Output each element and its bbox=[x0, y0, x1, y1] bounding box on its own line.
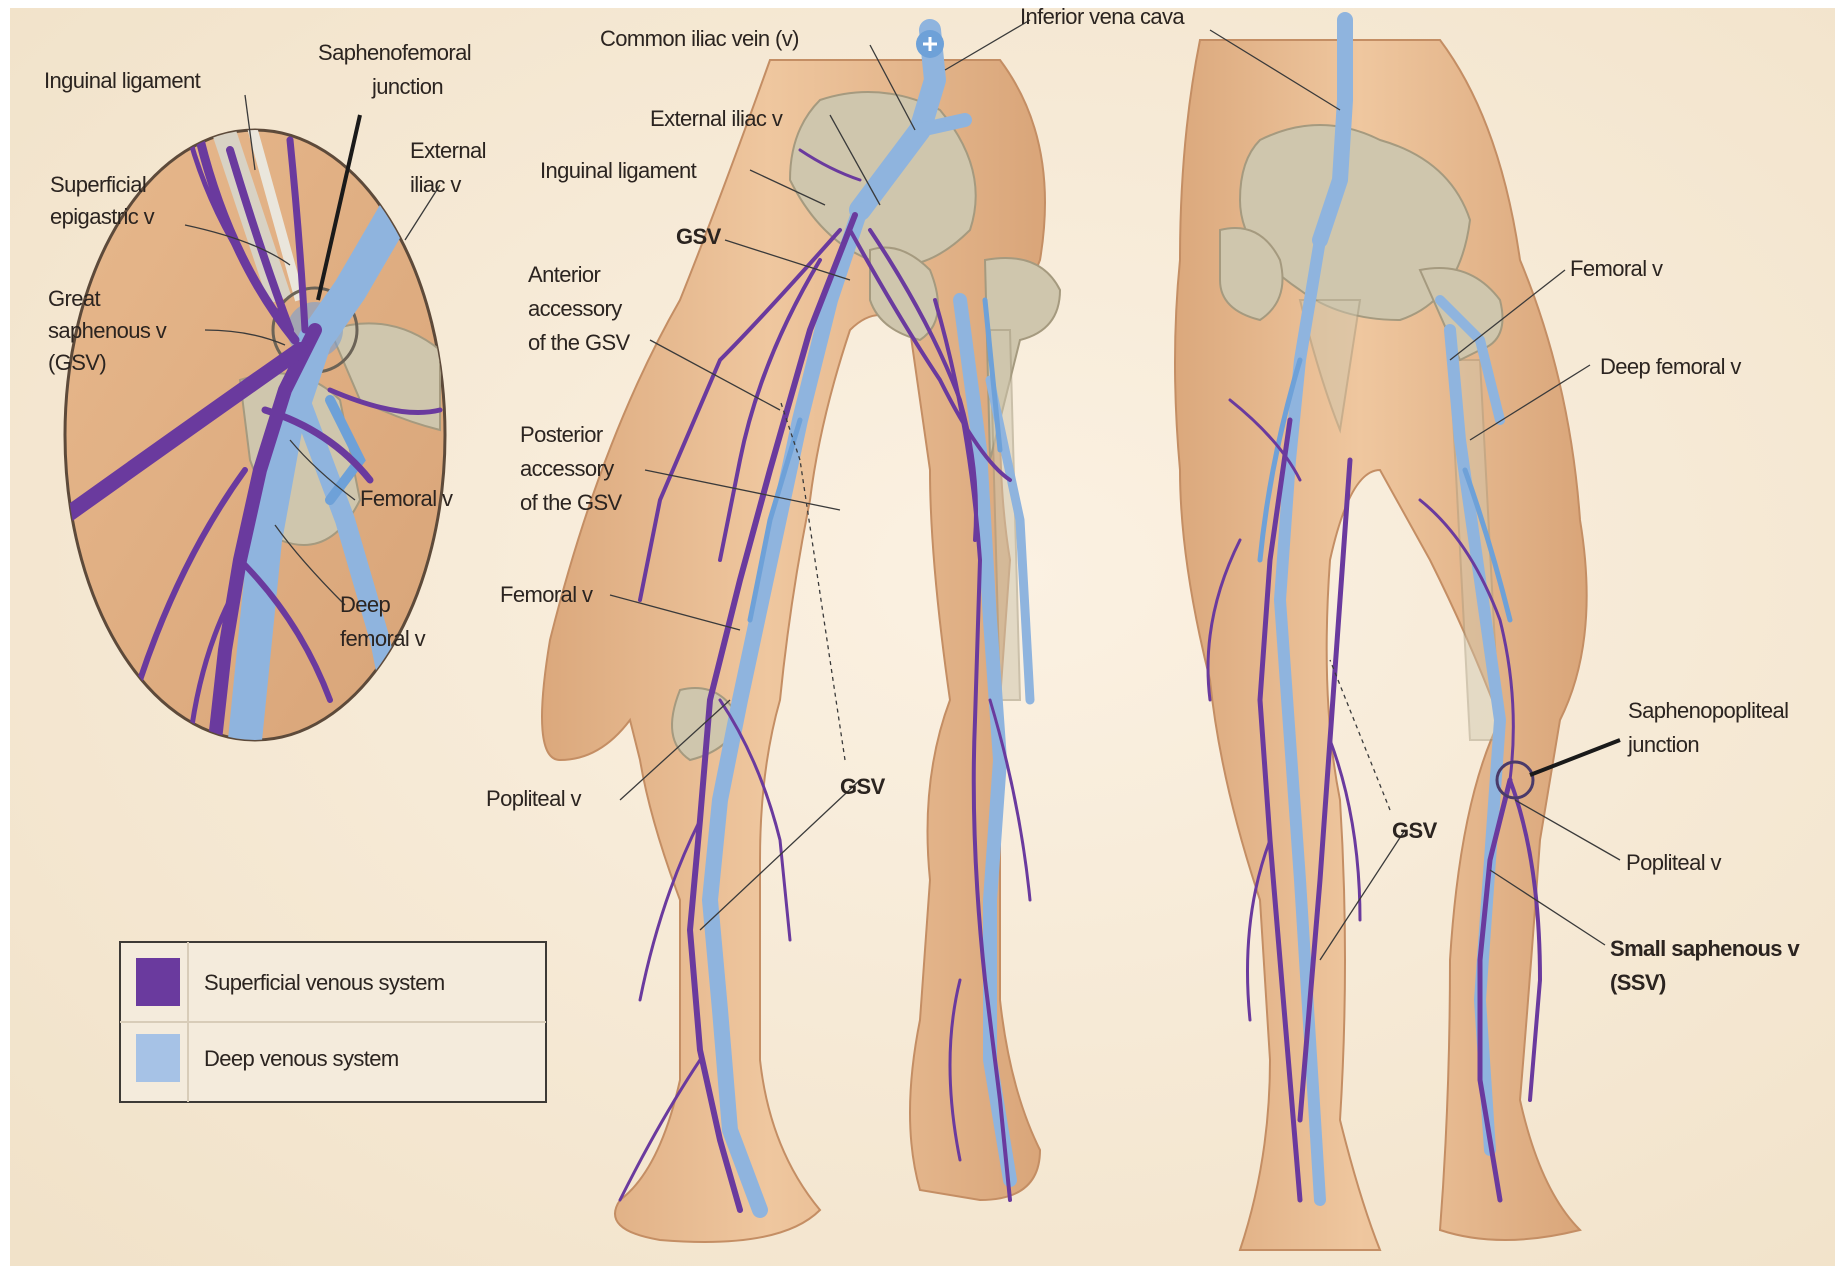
label-external-iliac: External iliac v bbox=[650, 106, 783, 131]
label-inset-superficial-epigastric-1: Superficial bbox=[50, 172, 146, 197]
add-circle-icon bbox=[916, 30, 944, 58]
label-gsv-front-lower: GSV bbox=[840, 774, 886, 799]
legend-deep-label: Deep venous system bbox=[204, 1046, 399, 1071]
label-anterior-accessory-2: accessory bbox=[528, 296, 622, 321]
label-popliteal-front: Popliteal v bbox=[486, 786, 582, 811]
label-gsv-back: GSV bbox=[1392, 818, 1438, 843]
label-saphenopopliteal-1: Saphenopopliteal bbox=[1628, 698, 1788, 723]
label-femoral-front: Femoral v bbox=[500, 582, 593, 607]
label-inset-saphenofemoral-1: Saphenofemoral bbox=[318, 40, 471, 65]
label-posterior-accessory-2: accessory bbox=[520, 456, 614, 481]
label-posterior-accessory-1: Posterior bbox=[520, 422, 603, 447]
label-inset-superficial-epigastric-2: epigastric v bbox=[50, 204, 155, 229]
label-inguinal-ligament: Inguinal ligament bbox=[540, 158, 697, 183]
label-inset-great-saphenous-3: (GSV) bbox=[48, 350, 106, 375]
label-common-iliac: Common iliac vein (v) bbox=[600, 26, 799, 51]
label-gsv-top: GSV bbox=[676, 224, 722, 249]
legend-superficial-label: Superficial venous system bbox=[204, 970, 445, 995]
label-saphenopopliteal-2: junction bbox=[1627, 732, 1699, 757]
label-posterior-accessory-3: of the GSV bbox=[520, 490, 623, 515]
label-inset-external-iliac-2: iliac v bbox=[410, 172, 461, 197]
label-inset-deep-femoral-2: femoral v bbox=[340, 626, 426, 651]
label-inset-saphenofemoral-2: junction bbox=[371, 74, 443, 99]
label-inset-femoral: Femoral v bbox=[360, 486, 453, 511]
label-deep-femoral-back: Deep femoral v bbox=[1600, 354, 1741, 379]
label-popliteal-back: Popliteal v bbox=[1626, 850, 1722, 875]
label-inset-deep-femoral-1: Deep bbox=[340, 592, 391, 617]
label-inset-external-iliac-1: External bbox=[410, 138, 486, 163]
legend-swatch-superficial bbox=[136, 958, 180, 1006]
legend-swatch-deep bbox=[136, 1034, 180, 1082]
label-small-saphenous-2: (SSV) bbox=[1610, 970, 1666, 995]
label-anterior-accessory-3: of the GSV bbox=[528, 330, 631, 355]
label-inset-inguinal-ligament: Inguinal ligament bbox=[44, 68, 201, 93]
label-inset-great-saphenous-1: Great bbox=[48, 286, 101, 311]
label-femoral-back: Femoral v bbox=[1570, 256, 1663, 281]
label-anterior-accessory-1: Anterior bbox=[528, 262, 601, 287]
legend: Superficial venous system Deep venous sy… bbox=[120, 942, 546, 1102]
label-inferior-vena-cava: Inferior vena cava bbox=[1020, 4, 1185, 29]
label-small-saphenous-1: Small saphenous v bbox=[1610, 936, 1800, 961]
label-inset-great-saphenous-2: saphenous v bbox=[48, 318, 167, 343]
